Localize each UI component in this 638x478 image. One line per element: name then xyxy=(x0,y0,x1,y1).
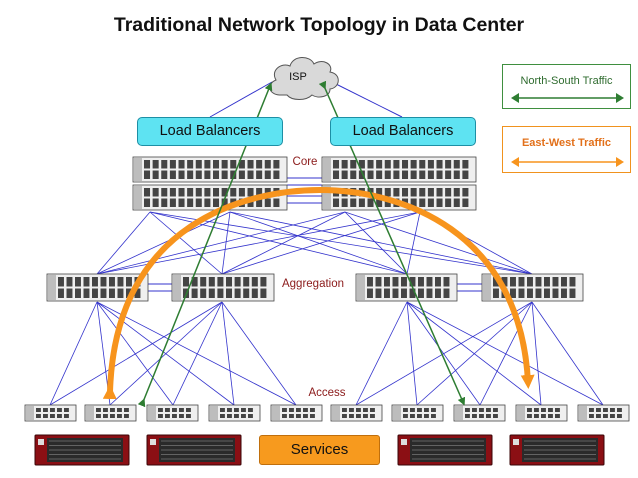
legend-east-west-arrow xyxy=(511,157,624,167)
core-label: Core xyxy=(293,156,318,168)
aggregation-switch-3[interactable] xyxy=(355,273,458,302)
aggregation-switch-2[interactable] xyxy=(171,273,275,302)
server-rack-2[interactable] xyxy=(146,434,242,466)
diagram-title: Traditional Network Topology in Data Cen… xyxy=(113,14,525,36)
access-switch-10[interactable] xyxy=(577,404,630,422)
legend-north-south: North-South Traffic xyxy=(502,64,631,109)
access-label: Access xyxy=(308,387,345,399)
aggregation-label: Aggregation xyxy=(282,278,344,290)
access-switch-7[interactable] xyxy=(391,404,444,422)
legend-north-south-arrow xyxy=(511,93,624,103)
load-balancer-left[interactable]: Load Balancers xyxy=(137,117,283,146)
legend-north-south-label: North-South Traffic xyxy=(520,75,613,87)
access-switches xyxy=(24,404,630,422)
legend-east-west-label: East-West Traffic xyxy=(521,137,612,149)
aggregation-switch-1[interactable] xyxy=(46,273,149,302)
access-switch-4[interactable] xyxy=(208,404,261,422)
core-links xyxy=(287,177,322,204)
core-switch-right-top[interactable] xyxy=(321,156,477,183)
legend-east-west: East-West Traffic xyxy=(502,126,631,173)
server-rack-1[interactable] xyxy=(34,434,130,466)
core-switch-left-top[interactable] xyxy=(132,156,288,183)
access-switch-9[interactable] xyxy=(515,404,568,422)
access-switch-8[interactable] xyxy=(453,404,506,422)
access-switch-5[interactable] xyxy=(270,404,323,422)
services-box[interactable]: Services xyxy=(259,435,380,465)
server-rack-3[interactable] xyxy=(397,434,493,466)
access-switch-3[interactable] xyxy=(146,404,199,422)
server-racks xyxy=(34,434,605,466)
access-switch-2[interactable] xyxy=(84,404,137,422)
access-switch-6[interactable] xyxy=(330,404,383,422)
access-switch-1[interactable] xyxy=(24,404,77,422)
load-balancer-right[interactable]: Load Balancers xyxy=(330,117,476,146)
isp-label: ISP xyxy=(289,71,307,83)
isp-cloud-icon: ISP xyxy=(269,57,339,100)
server-rack-4[interactable] xyxy=(509,434,605,466)
